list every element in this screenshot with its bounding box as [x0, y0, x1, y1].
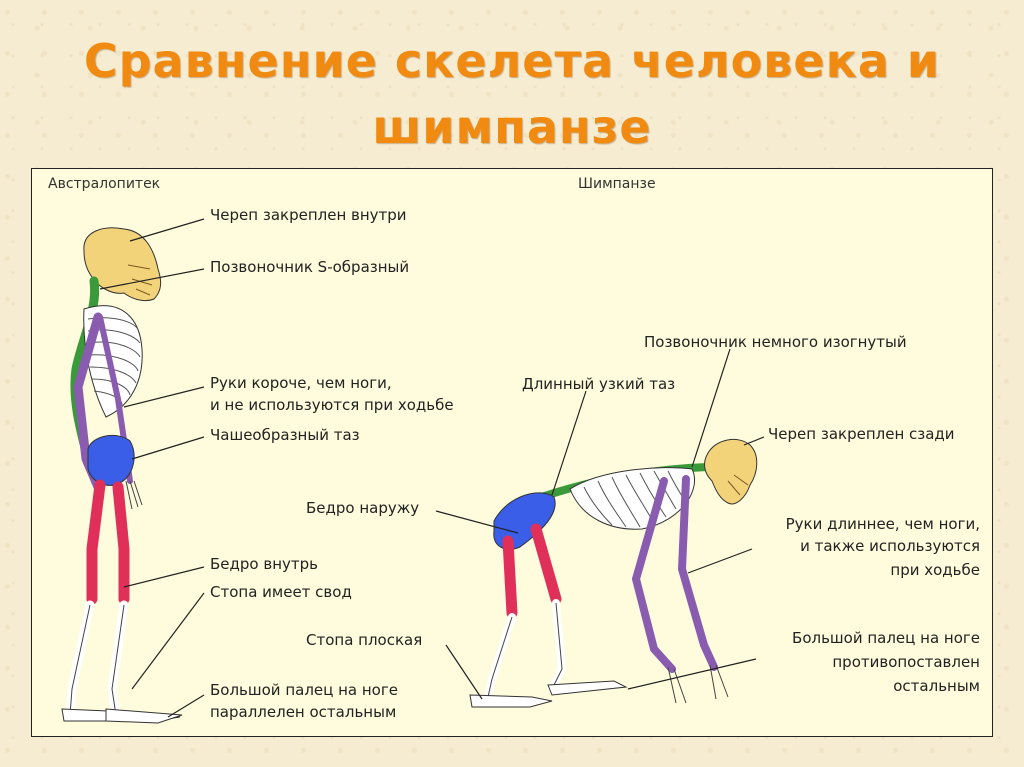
label-femur-out: Бедро наружу	[306, 499, 419, 518]
diagram-panel: Австралопитек Шимпанзе Череп закреплен в…	[31, 168, 993, 737]
label-arms-shorter-2: и не используются при ходьбе	[210, 396, 454, 415]
chimpanzee-skull	[705, 439, 757, 503]
label-skull-back: Череп закреплен сзади	[768, 425, 955, 444]
label-toe-parallel-2: параллелен остальным	[210, 703, 396, 722]
title-line-2: шимпанзе	[0, 94, 1024, 160]
australopithecus-femur	[92, 485, 124, 599]
right-leader-lines	[436, 349, 764, 699]
label-skull-inside: Череп закреплен внутри	[210, 206, 407, 225]
header-chimpanzee: Шимпанзе	[578, 175, 656, 194]
australopithecus-skeleton	[62, 228, 182, 723]
title-line-1: Сравнение скелета человека и	[0, 28, 1024, 94]
label-toe-opposed-2: противопоставлен	[832, 653, 980, 672]
label-toe-parallel-1: Большой палец на ноге	[210, 681, 398, 700]
slide-title: Сравнение скелета человека и шимпанзе	[0, 28, 1024, 160]
chimpanzee-skeleton	[470, 439, 757, 707]
label-foot-arch: Стопа имеет свод	[210, 583, 352, 602]
header-australopithecus: Австралопитек	[48, 175, 160, 194]
label-toe-opposed-3: остальным	[893, 677, 980, 696]
label-arms-longer-2: и также используются	[800, 537, 980, 556]
label-spine-s: Позвоночник S-образный	[210, 258, 409, 277]
label-arms-longer-1: Руки длиннее, чем ноги,	[786, 515, 980, 534]
label-toe-opposed-1: Большой палец на ноге	[792, 629, 980, 648]
chimpanzee-hind-foot	[470, 695, 552, 707]
label-spine-curved: Позвоночник немного изогнутый	[644, 333, 907, 352]
label-long-pelvis: Длинный узкий таз	[522, 375, 675, 394]
label-arms-longer-3: при ходьбе	[890, 561, 980, 580]
label-femur-in: Бедро внутрь	[210, 555, 318, 574]
label-bowl-pelvis: Чашеобразный таз	[210, 426, 360, 445]
australopithecus-pelvis	[88, 435, 134, 485]
label-arms-shorter-1: Руки короче, чем ноги,	[210, 374, 392, 393]
chimpanzee-ribcage	[570, 468, 695, 530]
label-foot-flat: Стопа плоская	[306, 631, 422, 650]
